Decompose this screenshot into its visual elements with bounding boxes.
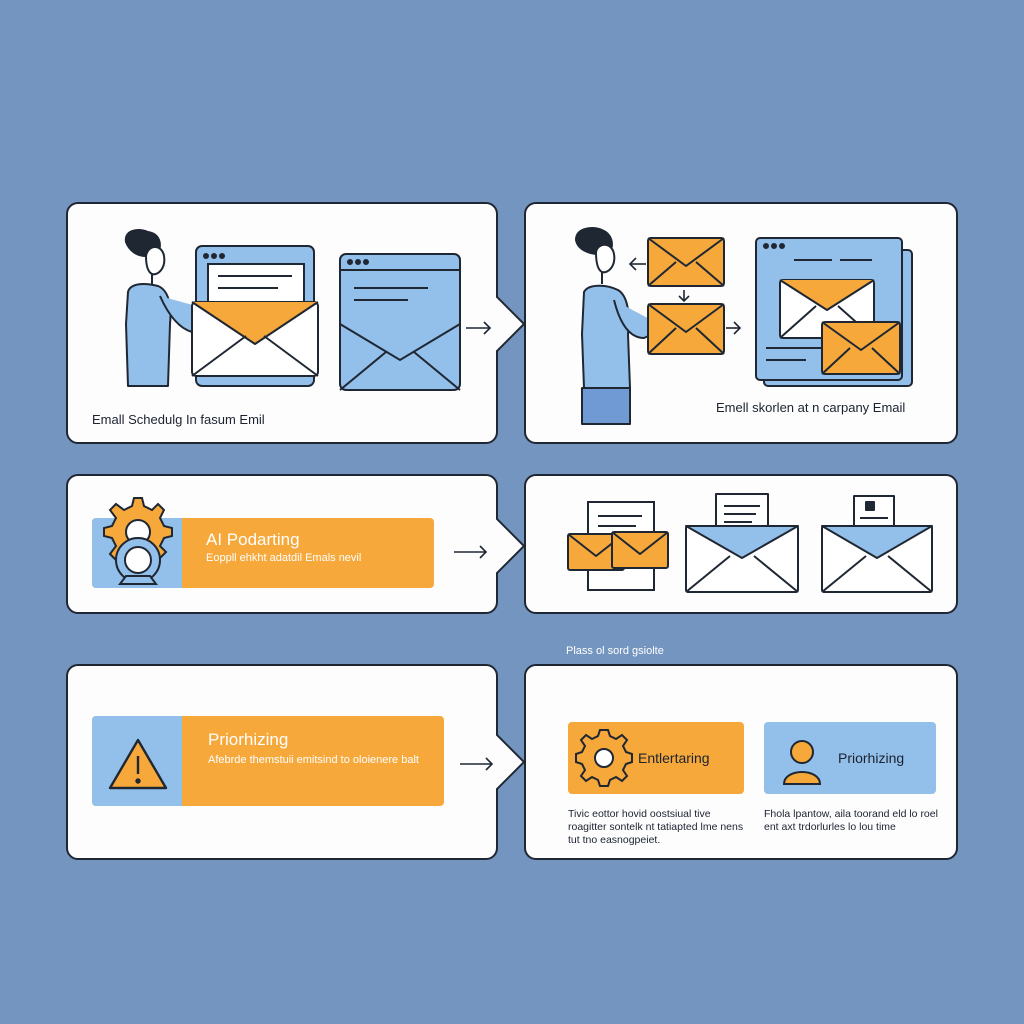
- envelope-icon: [821, 321, 901, 375]
- chip-prioritizing-label: Priorhizing: [838, 750, 905, 766]
- panel-1-illustration: [124, 229, 492, 391]
- panel-sorted-emails: [524, 474, 958, 614]
- person-icon: [575, 227, 679, 425]
- ai-sorting-subtitle: Eoppll ehkht adatdil Emals nevil: [206, 552, 362, 564]
- envelope-icon: [821, 495, 933, 593]
- envelope-icon: [647, 237, 725, 287]
- warning-icon: [108, 738, 168, 790]
- panel-2-illustration: [575, 227, 913, 425]
- ai-sorting-title: AI Podarting: [206, 530, 300, 549]
- envelope-icon: [685, 493, 799, 593]
- panel-prioritizing: Priorhizing Afebrde themstuii emitsind t…: [66, 664, 498, 860]
- arrow-right-icon: [460, 757, 494, 771]
- panel-email-scheduling: Emall Schedulg In fasum Emil: [66, 202, 498, 444]
- section-label: Plass ol sord gsiolte: [566, 645, 664, 657]
- arrow-right-icon: [454, 545, 488, 559]
- panel-outcomes: Entlertaring Priorhizing Tivic eottor ho…: [524, 664, 958, 860]
- arrow-right-icon: [466, 321, 492, 335]
- gear-icon: [575, 729, 633, 787]
- prioritizing-subtitle: Afebrde themstuii emitsind to oloienere …: [208, 754, 419, 766]
- chip-entertaining-label: Entlertaring: [638, 750, 710, 766]
- panel-5-illustration: [108, 738, 494, 790]
- chip-entertaining: Entlertaring: [568, 722, 744, 794]
- arrow-right-icon: [628, 257, 742, 335]
- panel-ai-sorting: AI Podarting Eoppll ehkht adatdil Emals …: [66, 474, 498, 614]
- robot-icon: [115, 537, 161, 585]
- envelope-icon: [647, 303, 725, 355]
- chip-prioritizing: Priorhizing: [764, 722, 936, 794]
- envelope-icon: [611, 531, 669, 569]
- browser-window-icon: [339, 253, 461, 391]
- panel-email-sorting: Emell skorlen at n carpany Email: [524, 202, 958, 444]
- panel-3-illustration: [103, 497, 488, 585]
- prioritizing-title: Priorhizing: [208, 730, 289, 749]
- panel-4-illustration: [567, 493, 933, 593]
- avatar-icon: [782, 740, 822, 785]
- outcome-text-2: Fhola lpantow, aila toorand eld lo roel …: [764, 808, 938, 833]
- panel-1-caption: Emall Schedulg In fasum Emil: [92, 412, 265, 427]
- panel-2-caption: Emell skorlen at n carpany Email: [716, 400, 906, 415]
- envelope-icon: [191, 301, 319, 377]
- outcome-text-1: Tivic eottor hovid oostsiual tive roagit…: [568, 808, 744, 846]
